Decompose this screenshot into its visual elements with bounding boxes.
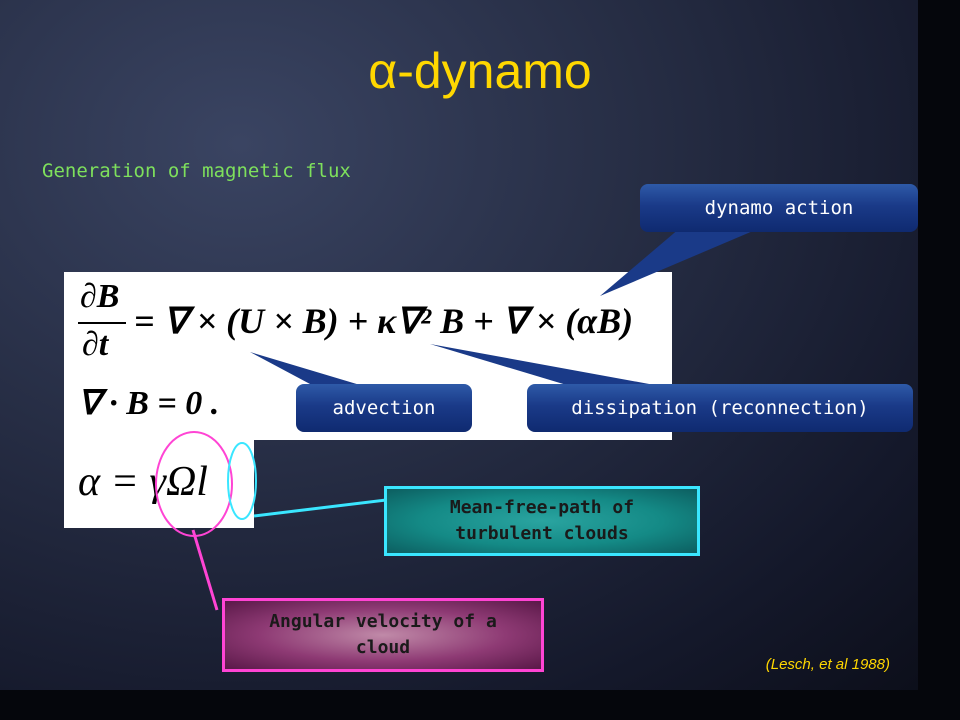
equation-panel-bottom — [64, 440, 254, 528]
induction-lhs-numerator: ∂B — [80, 278, 120, 315]
slide-bottom-band — [0, 690, 960, 720]
alpha-definition: α = γΩl — [78, 459, 208, 505]
slide-subtitle: Generation of magnetic flux — [42, 160, 351, 182]
induction-lhs-denominator: ∂t — [82, 326, 109, 363]
induction-rhs: = ∇ × (U × B) + κ∇² B + ∇ × (αB) — [134, 301, 634, 341]
angular-velocity-connector — [191, 529, 219, 611]
divergence-equation: ∇ · B = 0 . — [78, 385, 220, 422]
dynamo-action-callout: dynamo action — [640, 184, 918, 232]
advection-pointer — [250, 352, 370, 392]
l-highlight-circle — [227, 442, 257, 520]
mean-free-path-connector — [253, 498, 387, 518]
mean-free-path-note: Mean-free-path of turbulent clouds — [384, 486, 700, 556]
dissipation-callout: dissipation (reconnection) — [527, 384, 913, 432]
fraction-bar — [78, 322, 126, 324]
slide-title: α-dynamo — [368, 43, 592, 99]
angular-velocity-note: Angular velocity of a cloud — [222, 598, 544, 672]
slide-edge-band — [918, 0, 960, 720]
advection-callout: advection — [296, 384, 472, 432]
citation: (Lesch, et al 1988) — [765, 656, 890, 673]
omega-highlight-circle — [155, 431, 233, 537]
dissipation-pointer — [430, 344, 660, 392]
dynamo-action-pointer — [600, 228, 760, 296]
